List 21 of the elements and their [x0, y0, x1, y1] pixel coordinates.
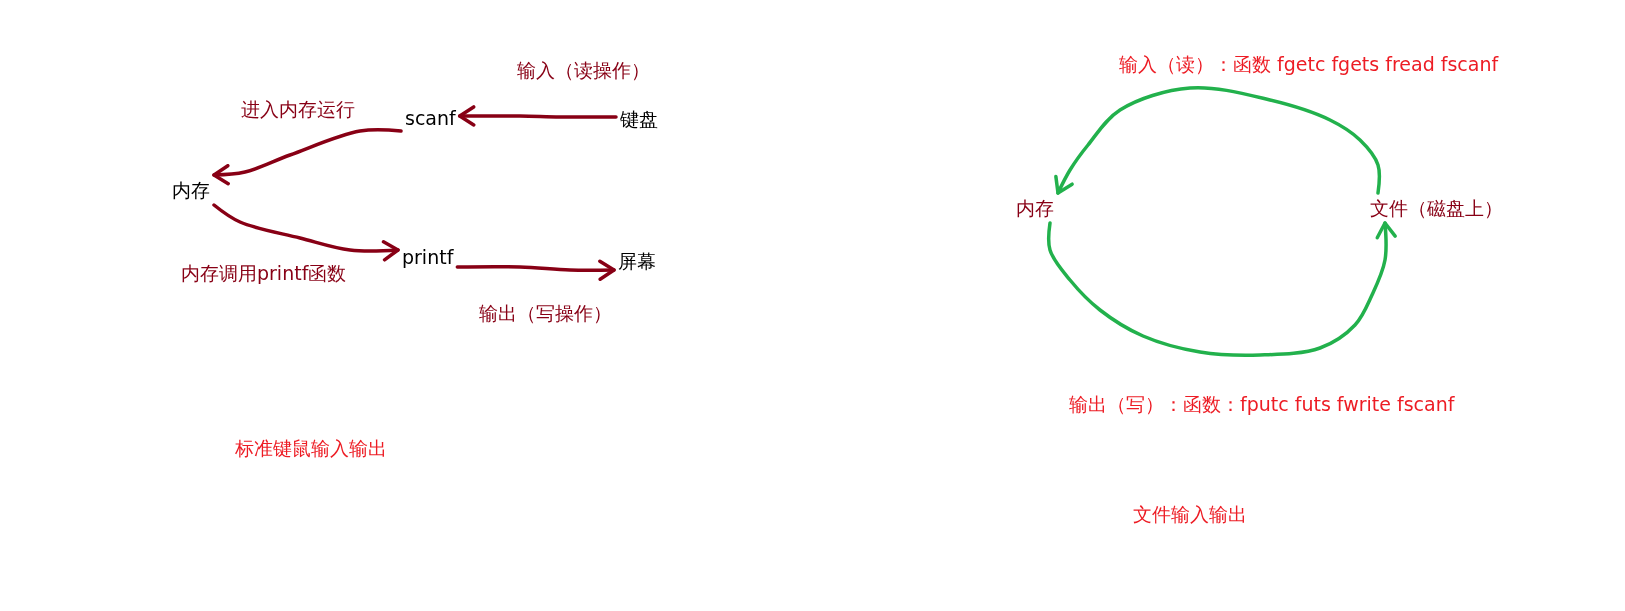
node-label: 屏幕 — [614, 246, 660, 276]
edge-label: 输出（写）：函数：fputc futs fwrite fscanf — [1069, 393, 1455, 415]
edge-label: 进入内存运行 — [241, 98, 355, 120]
arrow — [212, 128, 403, 186]
edge-label: 输入（读操作） — [517, 59, 650, 81]
edge-label: 内存调用printf函数 — [181, 262, 347, 284]
arrow — [458, 105, 618, 127]
node-label: scanf — [401, 103, 460, 133]
edge-label: 输出（写操作） — [479, 302, 612, 324]
node-label: printf — [398, 242, 458, 272]
node-label: 内存 — [1012, 193, 1058, 223]
node-label: 文件（磁盘上） — [1366, 193, 1507, 223]
section-caption: 文件输入输出 — [1133, 503, 1247, 525]
node-label: 键盘 — [616, 104, 662, 134]
section-caption: 标准键鼠输入输出 — [235, 437, 387, 459]
arrow — [455, 259, 616, 281]
arrow — [212, 203, 400, 262]
node-label: 内存 — [168, 175, 214, 205]
arrow — [1047, 221, 1397, 357]
arrow — [1054, 85, 1381, 195]
edge-label: 输入（读）：函数 fgetc fgets fread fscanf — [1119, 53, 1499, 75]
